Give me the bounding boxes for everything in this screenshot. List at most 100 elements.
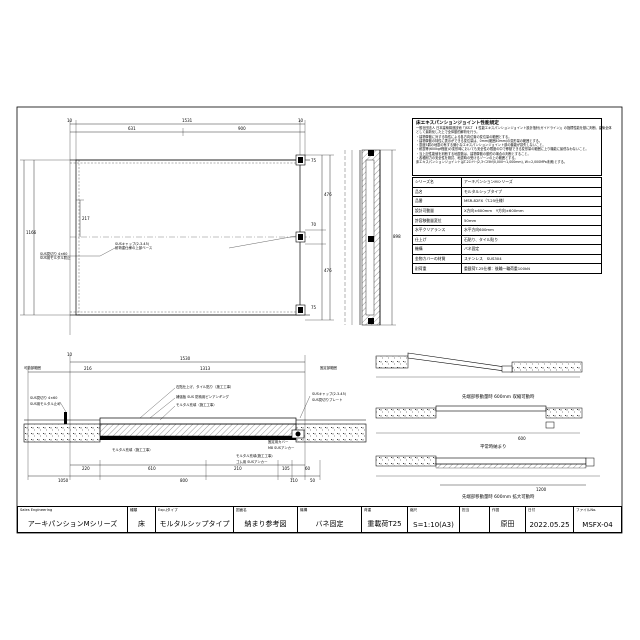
tb-label: 種類 bbox=[130, 508, 138, 512]
section-label: SUS用モルタル止め bbox=[30, 402, 61, 406]
section-dim: 110 bbox=[290, 478, 298, 483]
tb-cell: 作図 原田 bbox=[490, 507, 526, 532]
spec-note-line: 床エキスパンションジョイントはT-2ｴﾝﾄﾘｰ(2,3＜25tf(0,000～1… bbox=[416, 160, 567, 165]
spec-key: 水平クリアランス bbox=[412, 224, 462, 236]
spec-key: シリーズ名 bbox=[412, 177, 462, 188]
tb-value: MSFX-04 bbox=[582, 521, 613, 529]
detail-caption: 平常時納まり bbox=[480, 445, 507, 450]
tb-value: 2022.05.25 bbox=[529, 521, 570, 529]
spec-note-line: ・建物挙動の特性に表示ができる変位量は、0mm(範囲40mm)の変形量の範囲とす… bbox=[416, 138, 543, 143]
tb-label: Exp.Jタイプ bbox=[158, 508, 178, 512]
tb-cell: 図面名 納まり参考図 bbox=[234, 507, 298, 532]
spec-row: 水平クリアランス水平方向600mm bbox=[412, 224, 602, 236]
spec-value: 石貼り、タイル貼り bbox=[461, 234, 602, 246]
section-dim: 610 bbox=[148, 466, 156, 471]
tb-value: バネ固定 bbox=[315, 520, 344, 528]
section-dim: 60 bbox=[305, 466, 311, 471]
spec-value: MSR-82FX（T-25仕様） bbox=[461, 196, 602, 207]
tb-value: 原田 bbox=[500, 520, 515, 528]
section-tag-left: 可動部範囲 bbox=[24, 366, 41, 370]
spec-key: 耐荷重 bbox=[412, 263, 462, 274]
spec-value: X方向±600mm Y方向±600mm bbox=[461, 205, 602, 217]
section-label: モルタル充填（施工工事） bbox=[176, 403, 217, 407]
section-dim: 216 bbox=[84, 366, 92, 371]
tb-value: S=1:10(A3) bbox=[413, 521, 454, 529]
spec-key: 金物カバーの材質 bbox=[412, 253, 462, 265]
spec-value: モルタルシップタイプ bbox=[461, 186, 602, 198]
spec-row: 金物カバーの材質ステンレス SUS304 bbox=[412, 253, 602, 265]
section-dim: 10 bbox=[67, 352, 73, 357]
spec-key: 品名 bbox=[412, 186, 462, 198]
section-dim: 220 bbox=[82, 466, 90, 471]
section-label: モルタル充填（施工工事） bbox=[112, 448, 153, 452]
plan-dim: 1531 bbox=[182, 118, 193, 123]
plan-dim: 217 bbox=[82, 216, 90, 221]
tb-label: 図面名 bbox=[236, 508, 247, 512]
plan-dim: 70 bbox=[311, 222, 317, 227]
tb-label: 作図 bbox=[492, 508, 500, 512]
section-dim: 50 bbox=[310, 478, 316, 483]
plan-dim: 75 bbox=[311, 158, 317, 163]
section-dim: 800 bbox=[180, 478, 188, 483]
spec-row: シリーズ名アーキパンションMシリーズ bbox=[412, 177, 602, 188]
spec-key: 仕上げ bbox=[412, 234, 462, 246]
spec-value: バネ固定 bbox=[461, 244, 602, 255]
spec-key: 許容移動量変位 bbox=[412, 215, 462, 226]
section-label: モルタル充填(施工工事) bbox=[236, 454, 273, 458]
tb-cell: 縮尺 S=1:10(A3) bbox=[408, 507, 460, 532]
detail-dim: 1200 bbox=[536, 487, 547, 492]
tb-cell: 荷重 重載荷T25 bbox=[362, 507, 408, 532]
tb-label: 縮尺 bbox=[410, 508, 418, 512]
spec-value: 重載荷T-25仕様：後輪一輪荷重100kN bbox=[461, 263, 602, 274]
spec-key: 品番 bbox=[412, 196, 462, 207]
section-label: 石貼仕上げ、タイル貼り（施工工事） bbox=[176, 385, 234, 389]
detail-caption: 先端部移動量時 600mm 収縮可動時 bbox=[462, 395, 535, 400]
spec-value: 水平方向600mm bbox=[461, 224, 602, 236]
section-label: SUSキャップ(2-3-45) bbox=[312, 392, 347, 396]
spec-row: 品名モルタルシップタイプ bbox=[412, 186, 602, 198]
tb-cell: 機構 バネ固定 bbox=[298, 507, 362, 532]
detail-sketches bbox=[375, 352, 600, 486]
spec-value: 50mm bbox=[461, 215, 602, 226]
detail-caption: 先端部移動量時 600mm 拡大可動時 bbox=[462, 495, 535, 500]
section-dim: 1530 bbox=[180, 356, 191, 361]
plan-dim: 75 bbox=[311, 305, 317, 310]
spec-note-line: ・各種耐力の安全性を検討、地震時の受けるゾーンの上の範囲とする。 bbox=[416, 156, 518, 161]
plan-label-center: SUSキャップ(2-3-45)耐荷重仕様の上部ベース bbox=[115, 242, 153, 250]
plan-dim: 476 bbox=[324, 192, 332, 197]
tb-value: 重載荷T25 bbox=[367, 520, 402, 528]
spec-row: 耐荷重重載荷T-25仕様：後輪一輪荷重100kN bbox=[412, 263, 602, 274]
spec-row: 機構バネ固定 bbox=[412, 244, 602, 255]
tb-cell: Exp.Jタイプ モルタルシップタイプ bbox=[156, 507, 234, 532]
performance-spec-note: 床エキスパンションジョイント性能規定 一般社団法人 日本建築構造技術「JSS-T… bbox=[412, 118, 612, 176]
tb-label: 機構 bbox=[300, 508, 308, 512]
section-label: 固定用カバー bbox=[268, 440, 289, 444]
spec-key: 設計可動量 bbox=[412, 205, 462, 217]
plan-dim: 476 bbox=[324, 268, 332, 273]
tb-cell: 種類 床 bbox=[128, 507, 156, 532]
elevation-dim: 898 bbox=[393, 234, 401, 239]
section-dim: 105 bbox=[282, 466, 290, 471]
spec-note-line: ・震度5弱の地震の有する微小なエキスパンションジョイント部の機能が損失しないこと… bbox=[416, 143, 546, 148]
tb-value: モルタルシップタイプ bbox=[159, 520, 230, 528]
section-tag-right: 固定部範囲 bbox=[320, 366, 337, 370]
section-label: M8 SUSアンカー bbox=[268, 446, 295, 450]
tb-cell: 日付 2022.05.25 bbox=[526, 507, 574, 532]
tb-cell: 担当 bbox=[460, 507, 490, 532]
section-label: SUS見切り 4×60 bbox=[30, 396, 58, 400]
spec-note-line: ・当上記性能値を判断する地震動は、建物挙動の動的の場合の判断とすること。 bbox=[416, 151, 531, 156]
spec-value: ステンレス SUS304 bbox=[461, 253, 602, 265]
spec-note-line: として最新化した上で全体動的解析を行う。 bbox=[416, 130, 480, 135]
tb-value: 床 bbox=[138, 520, 145, 528]
tb-cell: ファイルNo. MSFX-04 bbox=[574, 507, 621, 532]
plan-dim: 10 bbox=[67, 118, 73, 123]
plan-dim: 631 bbox=[128, 126, 136, 131]
section-dim: 1050 bbox=[58, 478, 69, 483]
spec-note-line: ・耐震等(600kgf程度)の変形時においても安全性の限度の中で移動できる変形量… bbox=[416, 147, 589, 152]
section-dim: 210 bbox=[234, 466, 242, 471]
spec-value: アーキパンションMシリーズ bbox=[461, 177, 602, 188]
